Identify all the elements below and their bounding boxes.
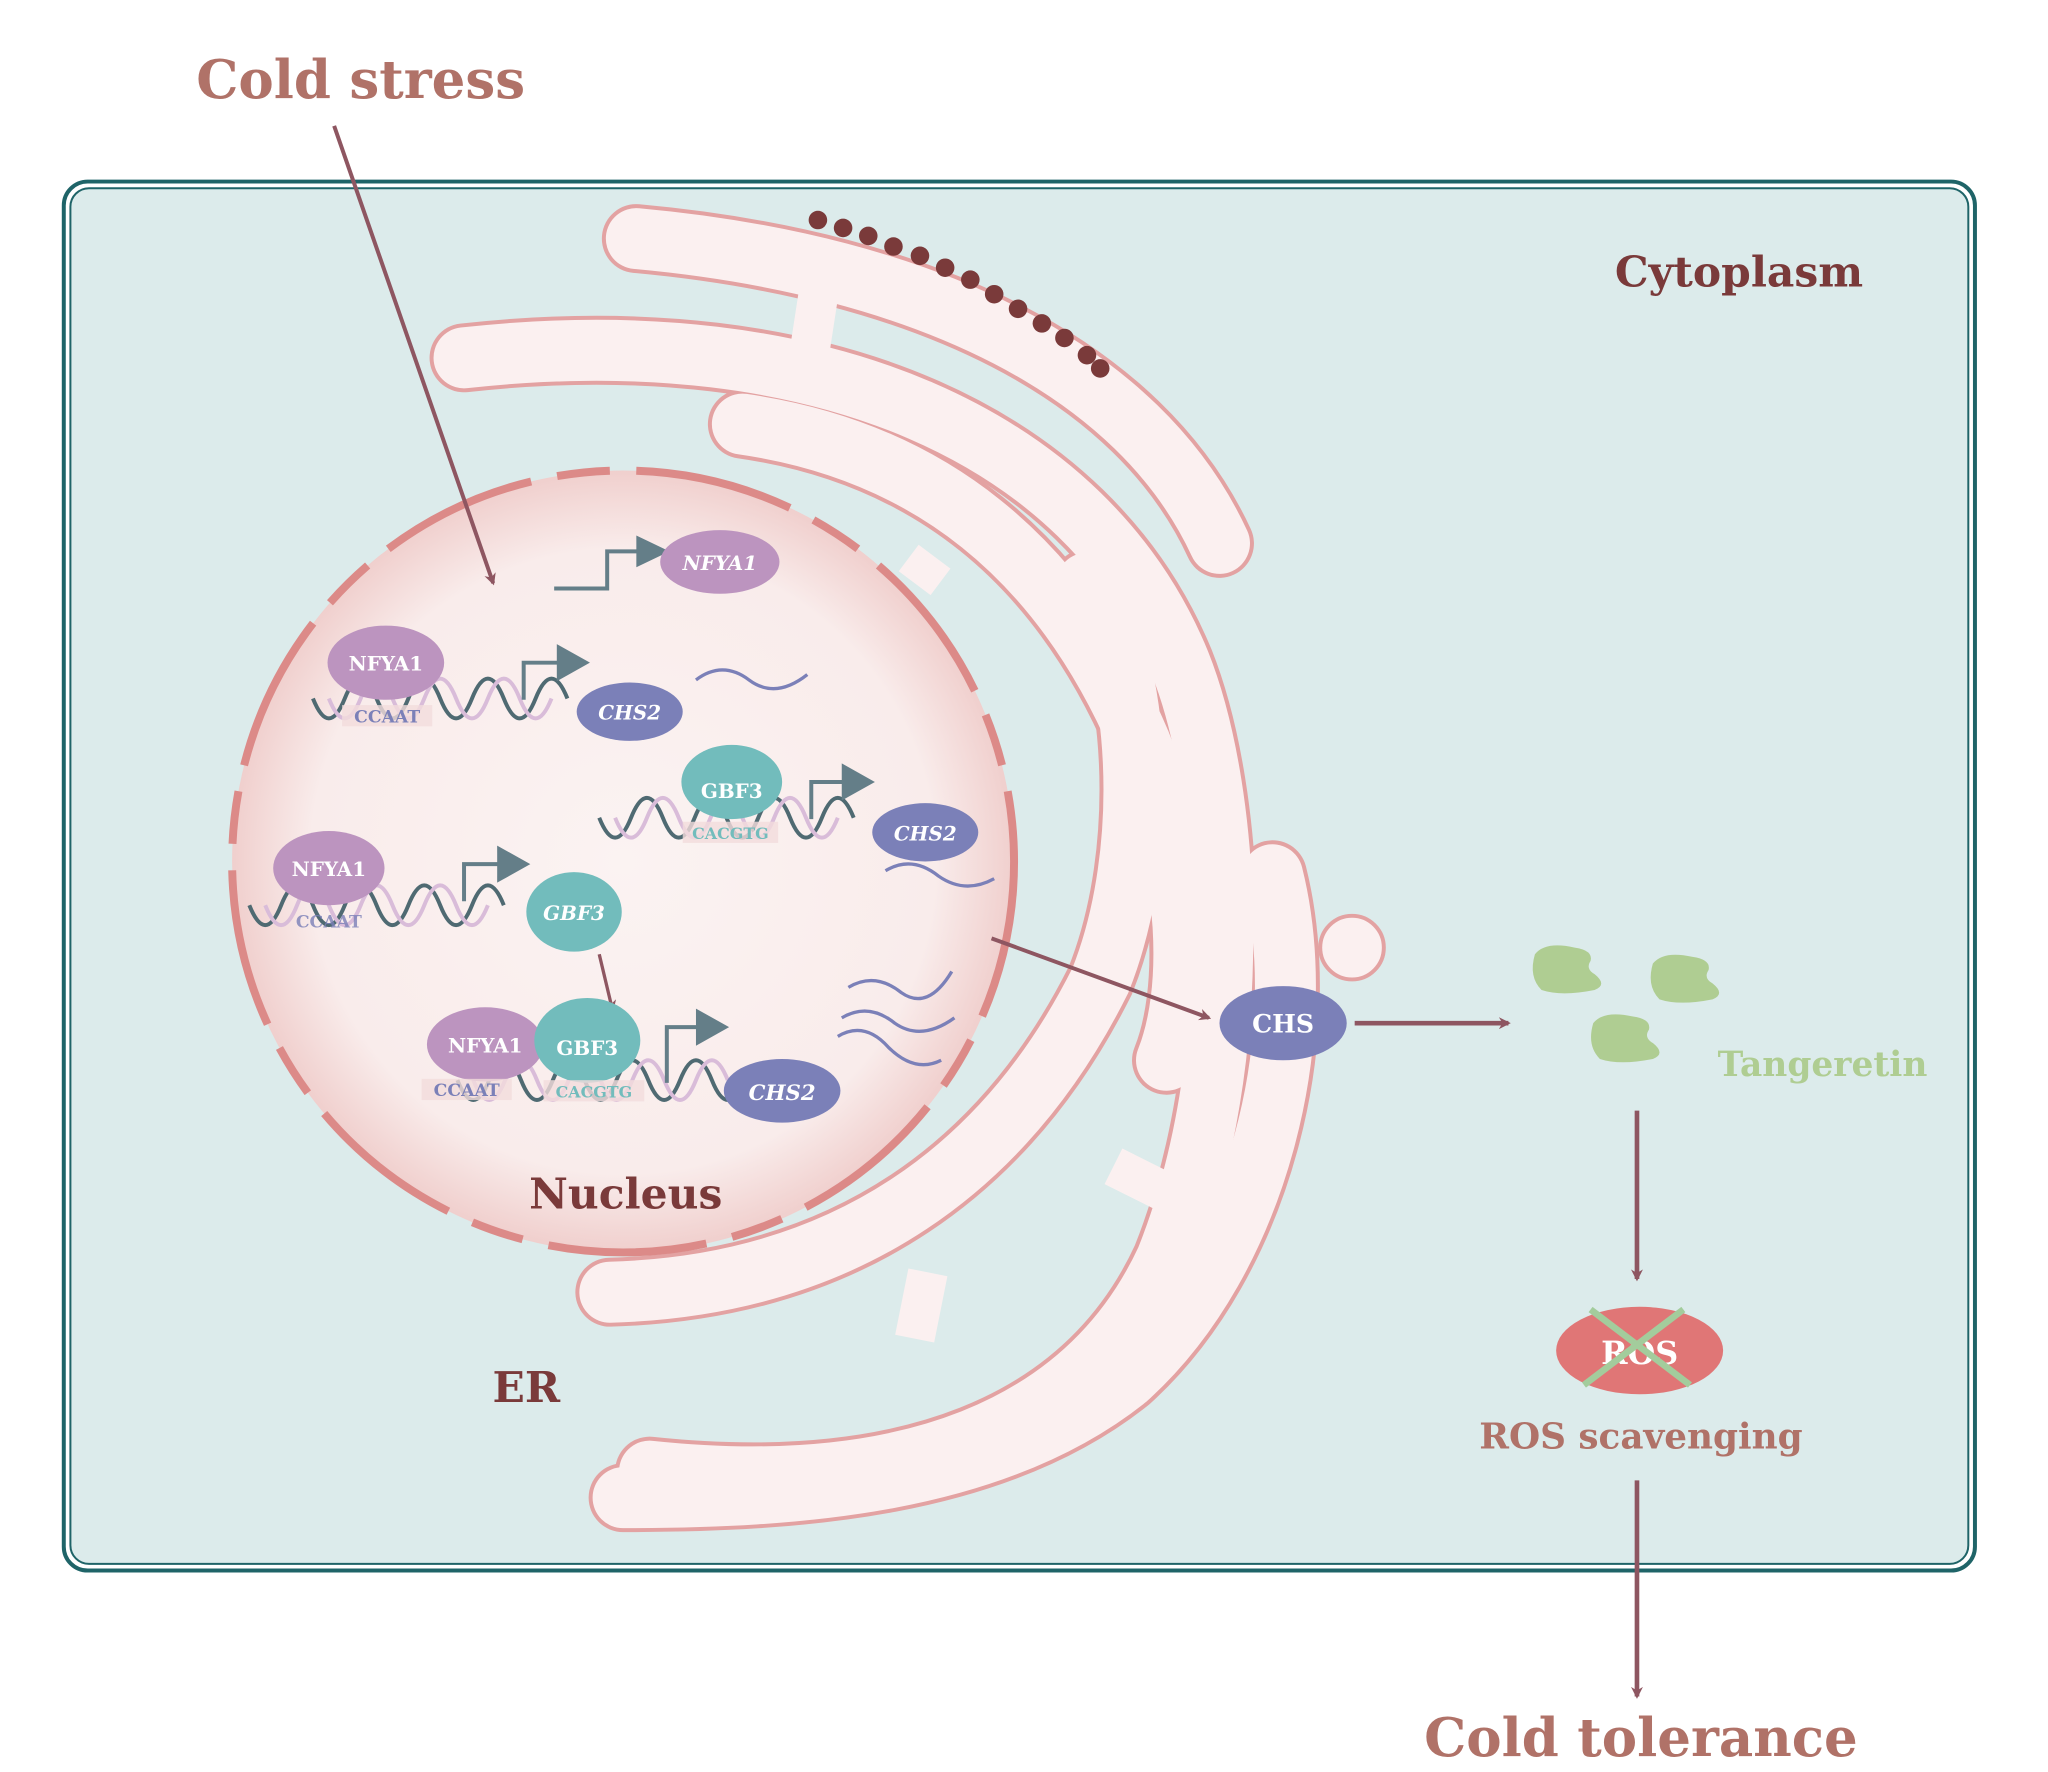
ribosomes [808, 210, 1110, 378]
regulation-row-4: NFYA1 GBF3 CCAAT CACGTG CHS2 [421, 970, 956, 1123]
gbf3-protein [534, 997, 641, 1083]
nfya1-expression: NFYA1 [554, 530, 780, 594]
chs2-protein [576, 682, 683, 741]
gbf3-label: GBF3 [543, 901, 605, 925]
tangeretin-blob [1591, 1014, 1660, 1063]
nfya1-label: NFYA1 [448, 1033, 522, 1057]
chs2-label: CHS2 [598, 701, 661, 725]
cold-stress-arrow [332, 125, 496, 586]
nucleus-envelope [228, 466, 1019, 1257]
nfya1-top-label: NFYA1 [682, 551, 757, 575]
nucleus-label: Nucleus [529, 1170, 722, 1220]
cacgtg-motif: CACGTG [556, 1082, 633, 1101]
gbf3-label: GBF3 [701, 779, 763, 803]
chs2-label: CHS2 [749, 1080, 816, 1105]
nfya1-label: NFYA1 [292, 857, 366, 881]
gbf3-label: GBF3 [556, 1036, 618, 1060]
chs2-protein [872, 803, 979, 862]
mrna-group [836, 970, 956, 1067]
tangeretin-blob [1650, 954, 1720, 1003]
chs2-label: CHS2 [894, 821, 957, 845]
cold-tolerance-title: Cold tolerance [1424, 1706, 1858, 1769]
cytoplasm-label: Cytoplasm [1615, 247, 1863, 297]
export-arrow [990, 936, 1212, 1021]
regulation-row-3: NFYA1 CCAAT GBF3 [247, 830, 622, 1013]
ccaat-motif: CCAAT [434, 1081, 500, 1101]
mrna [694, 668, 809, 691]
gbf3-binding-arrow [597, 953, 617, 1013]
tangeretin-label: Tangeretin [1718, 1045, 1928, 1085]
gbf3-protein [526, 872, 622, 952]
nfya1-protein [327, 625, 445, 700]
mrna [884, 862, 995, 888]
nfya1-protein [426, 1007, 544, 1082]
gbf3-protein [681, 744, 783, 820]
chs2-protein [723, 1058, 841, 1123]
cacgtg-motif: CACGTG [692, 824, 769, 843]
cold-stress-title: Cold stress [196, 48, 525, 111]
tangeretin-molecules [1532, 945, 1720, 1063]
regulation-row-2: GBF3 CACGTG CHS2 [597, 744, 995, 888]
ccaat-motif: CCAAT [354, 707, 420, 727]
nfya1-protein-top [660, 530, 780, 594]
promoter-arrow-icon [554, 549, 650, 591]
regulation-row-1: NFYA1 CCAAT CHS2 [311, 625, 809, 741]
chs-label: CHS [1252, 1008, 1314, 1038]
chs-enzyme: CHS [1219, 986, 1347, 1061]
ccaat-motif: CCAAT [296, 913, 362, 933]
nfya1-label: NFYA1 [349, 652, 423, 676]
tangeretin-blob [1532, 945, 1602, 994]
nfya1-protein [273, 830, 385, 906]
er-label: ER [493, 1363, 561, 1413]
ros-scavenging-label: ROS scavenging [1479, 1416, 1802, 1458]
er-bud [1318, 913, 1386, 982]
cell-outer-border [61, 179, 1977, 1573]
ros-icon: ROS [1556, 1306, 1724, 1395]
